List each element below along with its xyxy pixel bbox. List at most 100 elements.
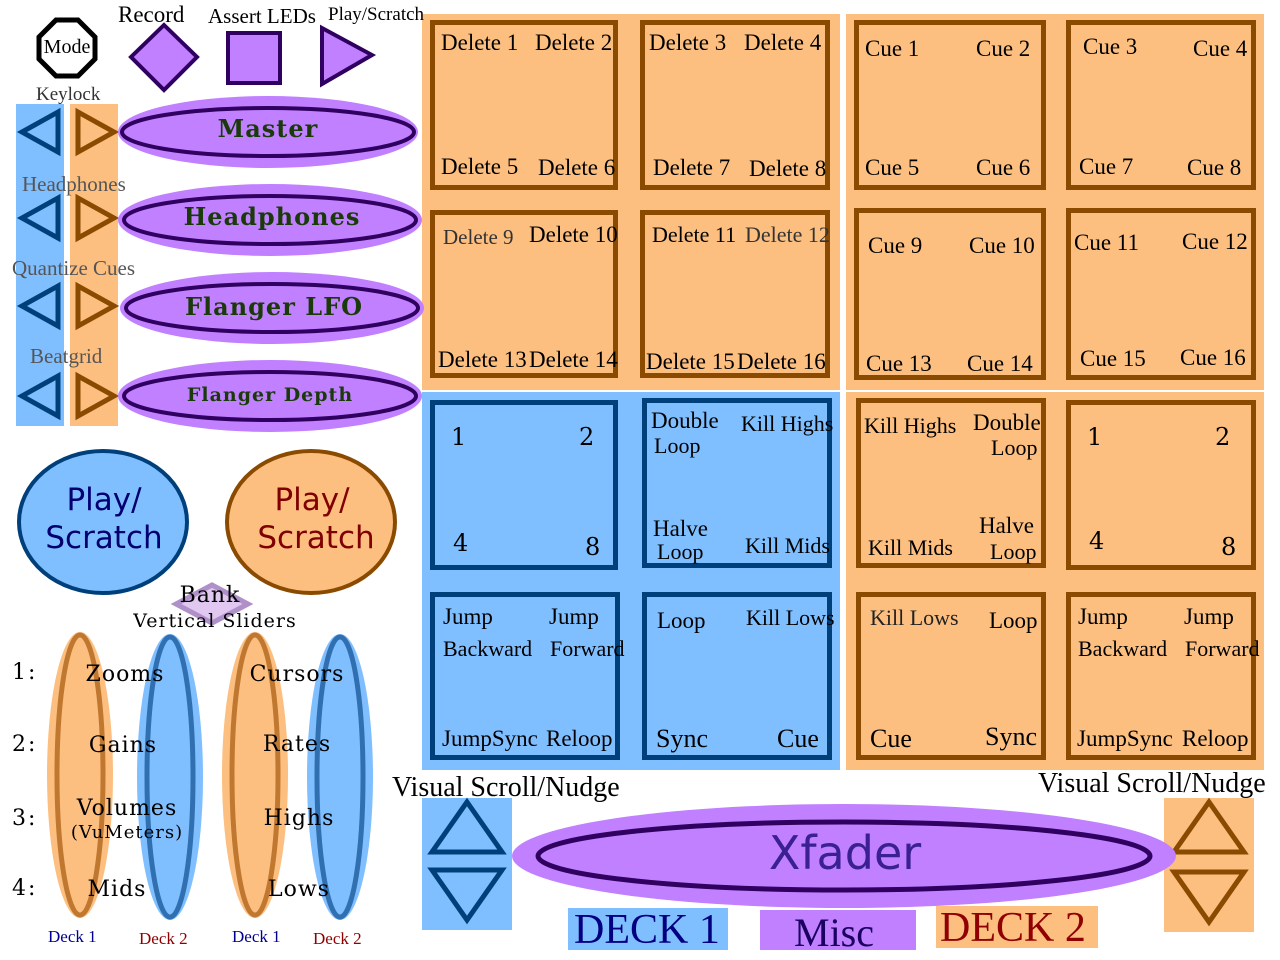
cue-2-label: Cue 2 bbox=[976, 36, 1031, 61]
slider-deck2-right[interactable] bbox=[314, 634, 366, 920]
quantize-label: Quantize Cues bbox=[12, 256, 136, 280]
sliders-svg bbox=[47, 632, 373, 920]
xfader-slider[interactable] bbox=[535, 819, 1153, 893]
headphones-deck2-button[interactable] bbox=[75, 193, 120, 243]
master-knob-label: Master bbox=[217, 114, 319, 143]
bank-label: Bank bbox=[179, 583, 241, 608]
slider-deck2-left[interactable] bbox=[144, 634, 196, 920]
slider-row-4-num: 4: bbox=[12, 876, 38, 901]
slider-deck1-left[interactable] bbox=[54, 632, 106, 918]
scroll-up-deck1-button[interactable] bbox=[427, 797, 507, 855]
cue-7-label: Cue 7 bbox=[1079, 154, 1134, 179]
slider-row-3-right: Highs bbox=[263, 806, 335, 831]
deck1-double-loop-label: Loop bbox=[654, 433, 701, 458]
cue-pad-group-1[interactable]: Cue 1 Cue 2 Cue 5 Cue 6 bbox=[854, 20, 1046, 190]
cue-pad-group-2[interactable]: Cue 3 Cue 4 Cue 7 Cue 8 bbox=[1066, 20, 1256, 190]
assert-leds-button[interactable] bbox=[226, 31, 282, 85]
play-scratch-deck2-button[interactable] bbox=[225, 449, 397, 595]
quantize-deck1-button[interactable] bbox=[16, 281, 61, 331]
delete-15-label: Delete 15 bbox=[646, 349, 735, 374]
deck2-kill-highs-label: Kill Highs bbox=[864, 413, 957, 438]
scroll-label-left: Visual Scroll/Nudge bbox=[392, 772, 620, 803]
slider-deck1-right[interactable] bbox=[229, 632, 281, 918]
legend-deck2-label: DECK 2 bbox=[940, 905, 1086, 951]
deck1-kill-mids-label: Kill Mids bbox=[745, 533, 830, 558]
master-knob[interactable] bbox=[120, 106, 416, 158]
deck1-sync-label: Sync bbox=[656, 724, 708, 753]
deck1-jump-fwd-2: Forward bbox=[550, 636, 625, 661]
delete-pad-group-4[interactable]: Delete 11 Delete 12 Delete 15 Delete 16 bbox=[640, 210, 830, 378]
scroll-down-deck1-button[interactable] bbox=[427, 867, 507, 925]
flanger-depth-knob-label: Flanger Depth bbox=[186, 384, 354, 406]
deck2-jump-back-2: Backward bbox=[1078, 636, 1168, 661]
deck2-jump-fwd-1: Jump bbox=[1184, 604, 1234, 629]
cue-9-label: Cue 9 bbox=[868, 233, 923, 258]
deck1-kill-lows-label: Kill Lows bbox=[746, 605, 835, 630]
play-scratch-deck1-label-1: Play/ bbox=[66, 482, 142, 518]
deck2-halve-label: Halve bbox=[979, 513, 1034, 538]
slider-row-4-right: Lows bbox=[268, 877, 330, 902]
keylock-deck2-button[interactable] bbox=[75, 107, 120, 157]
cue-3-label: Cue 3 bbox=[1083, 34, 1138, 59]
delete-16-label: Delete 16 bbox=[737, 349, 826, 374]
scroll-deck1-region bbox=[422, 798, 512, 930]
delete-4-label: Delete 4 bbox=[744, 30, 822, 55]
side-controls-svg bbox=[16, 96, 424, 432]
bank-button[interactable] bbox=[170, 582, 254, 626]
deck2-sync-label: Sync bbox=[985, 722, 1037, 751]
cue-pad-group-3[interactable]: Cue 9 Cue 10 Cue 13 Cue 14 bbox=[854, 208, 1046, 380]
cue-10-label: Cue 10 bbox=[969, 233, 1035, 258]
deck2-loopsize-pads[interactable]: 1 2 4 8 bbox=[1066, 400, 1256, 570]
play-scratch-top-label: Play/Scratch bbox=[328, 4, 425, 25]
cue-pad-group-4[interactable]: Cue 11 Cue 12 Cue 15 Cue 16 bbox=[1066, 208, 1256, 380]
delete-1-label: Delete 1 bbox=[441, 30, 519, 55]
delete-pad-group-3[interactable]: Delete 9 Delete 10 Delete 13 Delete 14 bbox=[430, 210, 618, 378]
deck1-reloop-label: Reloop bbox=[546, 726, 613, 751]
deck2-jump-pads[interactable]: Jump Backward Jump Forward JumpSync Relo… bbox=[1066, 592, 1260, 760]
headphones-deck1-button[interactable] bbox=[16, 193, 61, 243]
deck1-transport-pads[interactable]: Loop Kill Lows Sync Cue bbox=[642, 592, 835, 760]
legend-deck2: DECK 2 bbox=[936, 905, 1098, 951]
flanger-lfo-knob-label-wrap: Flanger LFO bbox=[126, 292, 422, 322]
deck2-transport-pads[interactable]: Kill Lows Loop Cue Sync bbox=[856, 592, 1046, 760]
cue-13-label: Cue 13 bbox=[866, 351, 932, 376]
beatgrid-deck2-button[interactable] bbox=[75, 371, 120, 421]
master-knob-label-wrap: Master bbox=[120, 114, 416, 144]
delete-pad-group-2[interactable]: Delete 3 Delete 4 Delete 7 Delete 8 bbox=[640, 20, 830, 190]
play-scratch-deck2-label-1: Play/ bbox=[274, 482, 350, 518]
bank-sub-label: Vertical Sliders bbox=[133, 610, 297, 632]
delete-5-label: Delete 5 bbox=[441, 154, 519, 179]
slider-row-4-left: Mids bbox=[87, 877, 147, 902]
cue-11-label: Cue 11 bbox=[1074, 230, 1139, 255]
mode-button[interactable] bbox=[36, 17, 98, 79]
quantize-deck2-button[interactable] bbox=[75, 281, 120, 331]
deck2-loopctrl-pads[interactable]: Kill Highs Double Loop Kill Mids Halve L… bbox=[856, 398, 1046, 568]
flanger-lfo-knob[interactable] bbox=[124, 282, 420, 334]
slider-row-1-left: Zooms bbox=[85, 662, 165, 687]
flanger-depth-knob[interactable] bbox=[122, 370, 418, 422]
beatgrid-deck1-button[interactable] bbox=[16, 371, 61, 421]
deck1-loopsize-pads[interactable]: 1 2 4 8 bbox=[430, 400, 618, 570]
deck1-kill-highs-label: Kill Highs bbox=[741, 411, 834, 436]
record-label: Record bbox=[118, 2, 185, 27]
keylock-deck1-button[interactable] bbox=[16, 107, 61, 157]
play-scratch-deck1-button[interactable] bbox=[17, 449, 189, 595]
delete-12-label: Delete 12 bbox=[745, 222, 830, 247]
slider-row-1-right: Cursors bbox=[249, 662, 345, 687]
deck2-loop-1-label: 1 bbox=[1087, 423, 1103, 451]
deck2-kill-lows-label: Kill Lows bbox=[870, 605, 959, 630]
xfader-svg bbox=[427, 797, 1249, 927]
deck1-jump-pads[interactable]: Jump Backward Jump Forward JumpSync Relo… bbox=[430, 592, 625, 760]
scroll-up-deck2-button[interactable] bbox=[1169, 797, 1249, 855]
cue-1-label: Cue 1 bbox=[865, 36, 920, 61]
deck1-loopctrl-pads[interactable]: Double Loop Kill Highs Halve Loop Kill M… bbox=[642, 398, 834, 568]
deck1-jumpsync-label: JumpSync bbox=[442, 726, 538, 751]
record-button[interactable] bbox=[128, 22, 200, 93]
scroll-down-deck2-button[interactable] bbox=[1169, 869, 1249, 927]
headphones-knob[interactable] bbox=[122, 194, 418, 246]
delete-3-label: Delete 3 bbox=[649, 30, 727, 55]
headphones-side-label: Headphones bbox=[22, 172, 126, 196]
play-scratch-top-button[interactable] bbox=[320, 24, 377, 88]
deck2-reloop-label: Reloop bbox=[1182, 726, 1249, 751]
delete-pad-group-1[interactable]: Delete 1 Delete 2 Delete 5 Delete 6 bbox=[430, 20, 618, 190]
